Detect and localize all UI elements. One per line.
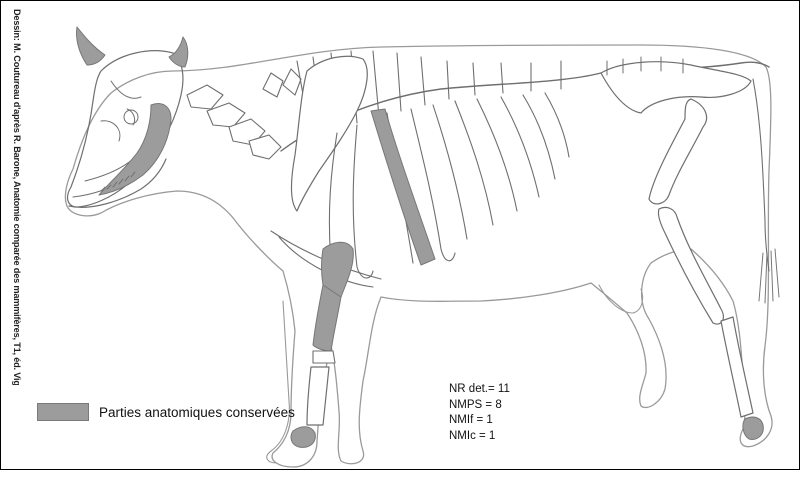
left-horn bbox=[76, 27, 105, 65]
fore-phalanx bbox=[291, 427, 315, 448]
tail bbox=[753, 79, 769, 271]
right-horn bbox=[169, 37, 188, 67]
legend-label: Parties anatomiques conservées bbox=[99, 405, 295, 420]
stat-nmic: NMIc = 1 bbox=[449, 429, 510, 445]
udder bbox=[599, 285, 643, 313]
stat-nr-det: NR det.= 11 bbox=[449, 382, 510, 398]
mandible bbox=[99, 104, 171, 195]
legend: Parties anatomiques conservées bbox=[37, 403, 295, 421]
stats-block: NR det.= 11 NMPS = 8 NMIf = 1 NMIc = 1 bbox=[449, 382, 510, 444]
hind-metatarsal bbox=[721, 317, 753, 417]
carpal-joint bbox=[313, 351, 335, 363]
stat-nmif: NMIf = 1 bbox=[449, 413, 510, 429]
tibia bbox=[658, 207, 723, 324]
femur bbox=[649, 99, 707, 204]
hind-phalanx bbox=[743, 417, 763, 439]
legend-swatch bbox=[37, 403, 89, 421]
stat-nmps: NMPS = 8 bbox=[449, 398, 510, 414]
figure-frame: Dessin: M. Coutureau d'après R. Barone, … bbox=[0, 0, 800, 470]
cow-skeleton-drawing bbox=[1, 1, 801, 471]
far-foreleg bbox=[267, 301, 290, 463]
preserved-rib bbox=[371, 109, 435, 265]
eye-socket bbox=[124, 110, 138, 124]
fore-metacarpal bbox=[307, 367, 329, 425]
cervical-vertebrae bbox=[187, 69, 301, 159]
radius bbox=[313, 285, 341, 351]
